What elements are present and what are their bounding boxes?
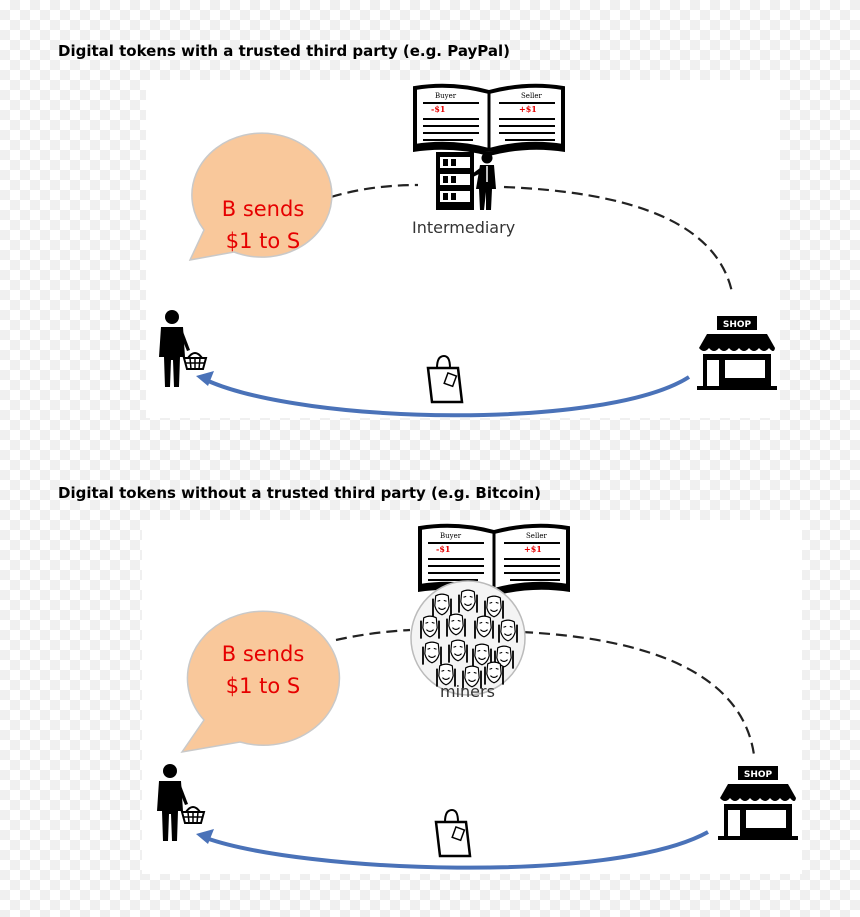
anonymous-mask-icon	[474, 615, 494, 639]
ledger-left-header: Buyer	[440, 532, 462, 540]
anonymous-mask-icon	[436, 663, 456, 687]
dashed-flow-right	[521, 630, 756, 756]
ledger-book-icon: Buyer Seller -$1 +$1	[413, 83, 565, 156]
anonymous-mask-icon	[484, 661, 504, 685]
ledger-right-value: +$1	[519, 104, 537, 114]
anonymous-mask-icon	[498, 619, 518, 643]
diagram-2-panel: Buyer Seller -$1 +$1	[142, 520, 802, 874]
buyer-with-basket-icon	[159, 310, 208, 387]
bubble-line-2: $1 to S	[225, 674, 301, 698]
miners-label: miners	[440, 682, 495, 701]
bubble-line-1: B sends	[221, 642, 305, 666]
ledger-left-header: Buyer	[435, 92, 457, 100]
bubble-line-1: B sends	[221, 197, 305, 221]
dashed-flow-left	[330, 183, 419, 199]
ledger-right-header: Seller	[526, 532, 548, 540]
anonymous-mask-icon	[458, 589, 478, 613]
anonymous-mask-icon	[448, 639, 468, 663]
bubble-line-2: $1 to S	[225, 229, 301, 253]
diagram-2-heading: Digital tokens without a trusted third p…	[58, 484, 542, 502]
payment-arrow	[196, 829, 709, 870]
buyer-with-basket-icon	[157, 764, 206, 841]
payment-arrow	[196, 371, 691, 418]
server-person-icon	[436, 152, 496, 210]
shopping-bag-icon	[434, 808, 472, 858]
shop-sign-text: SHOP	[744, 770, 773, 780]
anonymous-mask-icon	[462, 665, 482, 689]
intermediary-label: Intermediary	[412, 218, 516, 237]
shop-sign-text: SHOP	[723, 320, 752, 330]
diagram-1-heading: Digital tokens with a trusted third part…	[58, 42, 510, 60]
anonymous-mask-icon	[422, 641, 442, 665]
ledger-right-value: +$1	[524, 544, 542, 554]
ledger-left-value: -$1	[436, 544, 450, 554]
anonymous-mask-icon	[446, 613, 466, 637]
anonymous-mask-icon	[432, 593, 452, 617]
ledger-right-header: Seller	[521, 92, 543, 100]
diagram-1-panel: Buyer Seller -$1 +$1	[146, 80, 780, 418]
shop-icon: SHOP	[697, 316, 777, 390]
miners-group-icon	[410, 580, 526, 696]
ledger-left-value: -$1	[431, 104, 445, 114]
shop-icon: SHOP	[718, 766, 798, 840]
speech-bubble	[180, 610, 341, 754]
dashed-flow-left	[335, 628, 411, 642]
anonymous-mask-icon	[420, 615, 440, 639]
dashed-flow-right	[503, 185, 734, 293]
speech-bubble	[188, 132, 333, 261]
ledger-book-icon: Buyer Seller -$1 +$1	[418, 523, 570, 596]
shopping-bag-icon	[426, 354, 464, 404]
